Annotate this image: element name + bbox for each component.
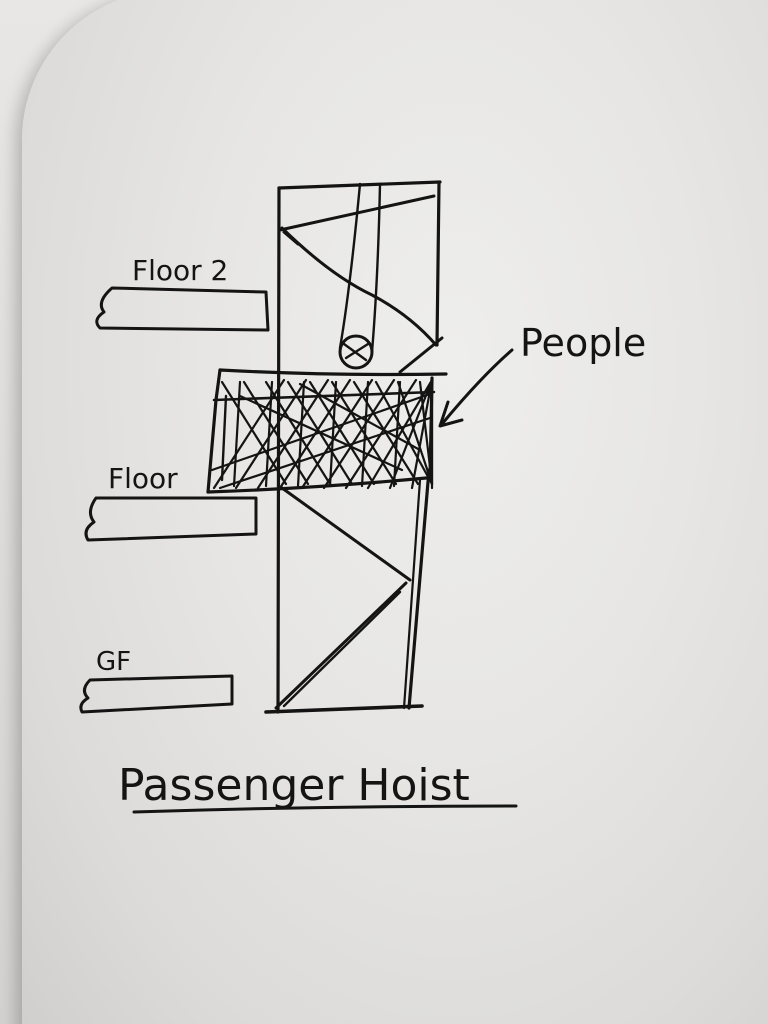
mast-base — [264, 704, 424, 714]
mast-right-rail-inner — [402, 478, 422, 710]
people-arrow — [438, 348, 514, 428]
floor-1-slab — [84, 496, 258, 542]
hatch-stroke — [220, 380, 288, 486]
pulley-cross — [342, 342, 370, 362]
diagram-title: Passenger Hoist — [118, 760, 470, 811]
arrow-head — [438, 400, 464, 428]
hatch-stroke — [388, 378, 434, 490]
hatch-stroke — [296, 380, 306, 488]
mast-left-rail — [276, 186, 281, 714]
hatch-stroke — [374, 380, 434, 486]
hatch-stroke — [256, 378, 330, 490]
hatch-stroke — [328, 380, 338, 488]
hatch-stroke — [264, 380, 274, 488]
cage-hatching — [210, 378, 434, 490]
mast-right-rail-top — [435, 181, 441, 347]
hoist-cables — [338, 182, 382, 370]
floor-2-label: Floor 2 — [132, 254, 228, 287]
hatch-stroke — [264, 380, 332, 486]
people-label: People — [520, 321, 646, 365]
arrow-shaft — [440, 348, 514, 426]
floor-slabs — [79, 286, 270, 714]
hatch-stroke — [232, 380, 242, 488]
pulley-icon — [338, 334, 374, 370]
mast-brace — [280, 226, 438, 347]
hatch-stroke — [322, 378, 396, 490]
mast-brace — [282, 590, 402, 708]
hatch-stroke — [242, 380, 310, 486]
mast-brace — [282, 230, 300, 246]
hatch-stroke — [212, 378, 286, 490]
floor-2-slab — [95, 286, 270, 332]
title-underline — [132, 804, 518, 814]
mast-right-rail-bottom — [407, 468, 431, 710]
hatch-stroke — [218, 416, 432, 490]
hatch-stroke — [238, 394, 404, 472]
hatch-stroke — [418, 380, 434, 486]
hoist-cage — [206, 368, 448, 494]
cage-left-edge — [206, 368, 222, 494]
cage-top — [218, 368, 448, 377]
cage-bottom — [206, 476, 428, 494]
hatch-stroke — [360, 380, 370, 488]
ground-floor-label: GF — [96, 647, 131, 677]
hatch-stroke — [392, 380, 402, 488]
hatch-stroke — [300, 378, 374, 490]
ground-floor-slab — [79, 674, 234, 714]
hatch-stroke — [410, 378, 434, 490]
mast-brace — [280, 486, 412, 582]
cable-left — [338, 182, 362, 350]
mast-brace — [274, 581, 408, 710]
hatch-stroke — [298, 382, 422, 452]
floor-label: Floor — [108, 462, 178, 495]
paper-sheet — [22, 0, 768, 1024]
cable-right — [370, 182, 382, 354]
mast-brace — [398, 336, 444, 374]
hatch-stroke — [396, 380, 434, 486]
hatch-stroke — [234, 378, 308, 490]
